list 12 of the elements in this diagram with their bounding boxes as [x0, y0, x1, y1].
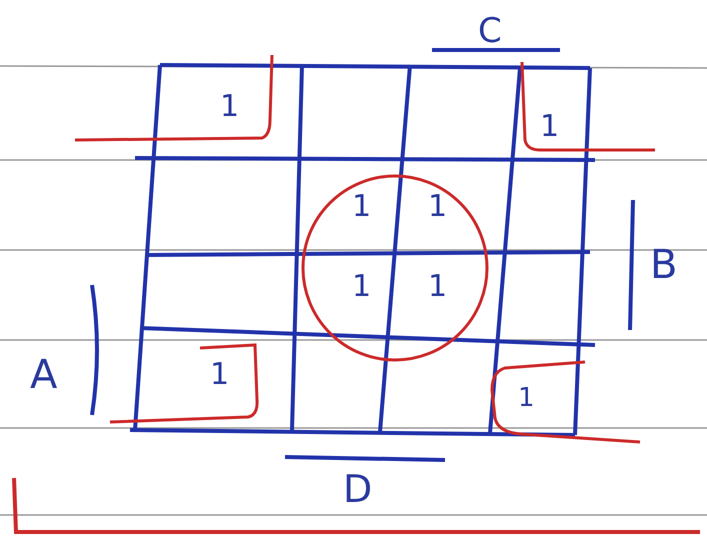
- cell-value: 1: [428, 272, 448, 302]
- variable-label: B: [650, 245, 678, 285]
- cell-value: 1: [352, 272, 372, 302]
- variable-label: C: [478, 14, 502, 48]
- cell-value: 1: [540, 112, 560, 142]
- cell-value: 1: [352, 192, 372, 222]
- variable-label: D: [343, 470, 372, 508]
- cell-value: 1: [428, 192, 448, 222]
- cell-value: 1: [220, 92, 240, 122]
- variable-label: A: [30, 355, 58, 395]
- cell-value: 1: [518, 385, 535, 411]
- cell-value: 1: [210, 360, 230, 390]
